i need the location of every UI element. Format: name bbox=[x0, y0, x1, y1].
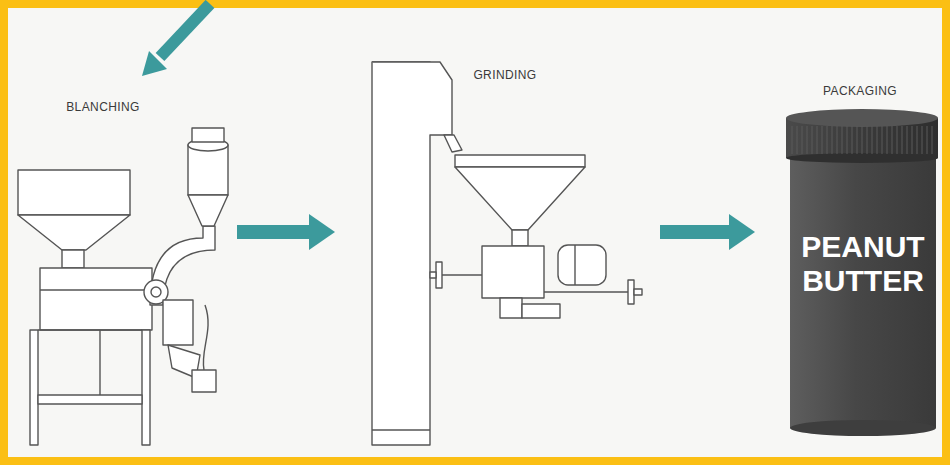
blanching-machine-part bbox=[62, 250, 84, 268]
lid-ridges-part bbox=[882, 126, 883, 154]
arrow-head bbox=[309, 214, 335, 250]
grinding-machine-part bbox=[436, 262, 442, 288]
lid-ridges-part bbox=[917, 126, 918, 154]
entry-arrow bbox=[142, 4, 210, 76]
blanching-machine-part bbox=[203, 305, 208, 370]
lid-ridges-part bbox=[842, 126, 843, 154]
lid-ridges-part bbox=[822, 126, 823, 154]
lid-ridges-part bbox=[847, 126, 848, 154]
lid-ridges-part bbox=[872, 126, 873, 154]
stage-label: PACKAGING bbox=[800, 84, 920, 98]
lid-ridges-part bbox=[907, 126, 908, 154]
grinding-machine-part bbox=[512, 230, 528, 246]
peanut-butter-jar bbox=[786, 109, 938, 436]
lid-ridges-part bbox=[827, 126, 828, 154]
lid-ridges-part bbox=[867, 126, 868, 154]
grinding-machine-part bbox=[574, 245, 575, 285]
grinding-machine-part bbox=[628, 280, 634, 304]
blanching-machine bbox=[18, 128, 228, 445]
blanching-machine-part bbox=[40, 289, 152, 290]
lid-ridges-part bbox=[852, 126, 853, 154]
blanching-machine-part bbox=[188, 145, 228, 195]
blanching-machine-part bbox=[192, 128, 224, 142]
arrow-head bbox=[729, 214, 755, 250]
blanching-machine-part bbox=[151, 287, 161, 297]
grinding-machine-part bbox=[455, 155, 585, 167]
grinding-machine-part bbox=[522, 304, 560, 318]
peanut-butter-jar-part bbox=[790, 420, 936, 436]
blanching-machine-part bbox=[38, 395, 142, 404]
blanching-machine-part bbox=[18, 215, 130, 250]
lid-ridges-part bbox=[892, 126, 893, 154]
grinding-machine-part bbox=[455, 167, 585, 230]
grinding-machine-part bbox=[544, 291, 628, 292]
grinding-machine-part bbox=[430, 272, 436, 278]
lid-ridges-part bbox=[807, 126, 808, 154]
lid-ridges-part bbox=[912, 126, 913, 154]
arrow-shaft bbox=[660, 225, 731, 239]
peanut-butter-jar-part bbox=[786, 109, 938, 127]
process-stage: BLANCHING bbox=[12, 90, 237, 445]
blanching-machine-part bbox=[188, 195, 228, 226]
peanut-butter-jar-part bbox=[790, 156, 936, 428]
lid-ridges-part bbox=[927, 126, 928, 154]
grinding-machine-part bbox=[372, 62, 452, 135]
flow-arrow bbox=[237, 214, 335, 250]
blanching-machine-part bbox=[150, 226, 215, 305]
lid-ridges-part bbox=[862, 126, 863, 154]
jar-label: PEANUT BUTTER bbox=[793, 230, 933, 298]
lid-ridges-part bbox=[802, 126, 803, 154]
grinding-machine-part bbox=[634, 289, 642, 295]
flow-arrow bbox=[660, 214, 755, 250]
peanut-butter-jar-part bbox=[786, 153, 938, 163]
process-stage: PACKAGING PEANUT BUTTER bbox=[755, 80, 945, 440]
lid-ridges bbox=[792, 126, 932, 154]
stage-label: BLANCHING bbox=[12, 100, 194, 114]
stage-label: GRINDING bbox=[445, 68, 565, 82]
grinding-machine bbox=[372, 62, 642, 445]
entry-arrow-part bbox=[142, 51, 167, 76]
lid-ridges-part bbox=[797, 126, 798, 154]
blanching-machine-part bbox=[30, 330, 38, 445]
blanching-machine-part bbox=[38, 329, 142, 330]
arrow-shaft bbox=[237, 225, 311, 239]
process-stage: GRINDING bbox=[335, 62, 660, 447]
blanching-machine-part bbox=[18, 170, 130, 215]
lid-ridges-part bbox=[922, 126, 923, 154]
lid-ridges-part bbox=[902, 126, 903, 154]
blanching-machine-part bbox=[142, 330, 150, 445]
grinding-machine-part bbox=[444, 135, 462, 152]
lid-ridges-part bbox=[817, 126, 818, 154]
blanching-machine-part bbox=[163, 300, 193, 345]
lid-ridges-part bbox=[887, 126, 888, 154]
lid-ridges-part bbox=[812, 126, 813, 154]
grinding-machine-part bbox=[482, 246, 544, 298]
lid-ridges-part bbox=[857, 126, 858, 154]
blanching-machine-part bbox=[192, 370, 216, 392]
lid-ridges-part bbox=[932, 126, 933, 154]
grinding-machine-part bbox=[558, 245, 606, 285]
lid-ridges-part bbox=[837, 126, 838, 154]
grinding-machine-part bbox=[442, 274, 482, 275]
lid-ridges-part bbox=[792, 126, 793, 154]
lid-ridges-part bbox=[897, 126, 898, 154]
grinding-machine-part bbox=[500, 298, 522, 318]
lid-ridges-part bbox=[877, 126, 878, 154]
entry-arrow-part bbox=[160, 4, 210, 57]
frame-border bbox=[4, 4, 946, 461]
blanching-machine-part bbox=[99, 330, 100, 395]
blanching-machine-part bbox=[40, 268, 152, 330]
grinding-machine-part bbox=[372, 429, 430, 430]
lid-ridges-part bbox=[832, 126, 833, 154]
